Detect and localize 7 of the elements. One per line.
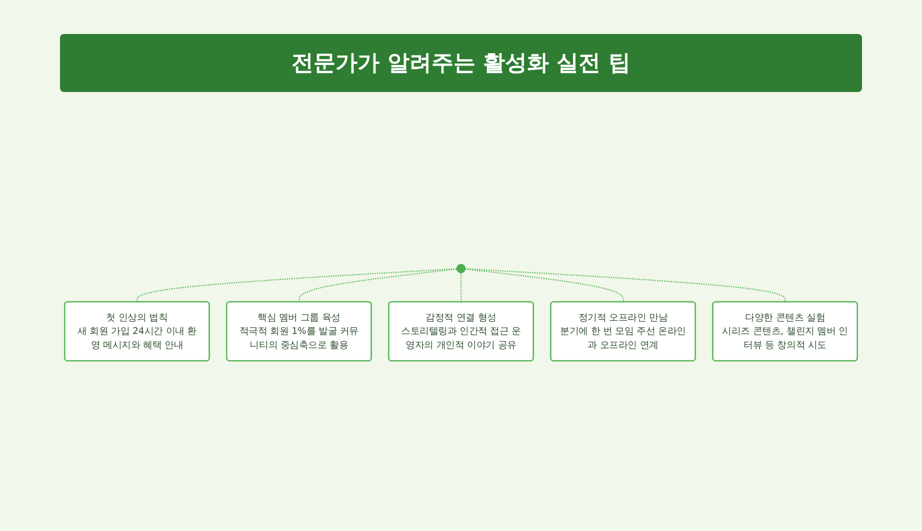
connector bbox=[136, 268, 457, 302]
connector bbox=[465, 268, 624, 302]
connector bbox=[465, 268, 786, 302]
connector bbox=[298, 268, 457, 302]
title-banner: 전문가가 알려주는 활성화 실전 팁 bbox=[60, 34, 862, 92]
node-circle bbox=[456, 264, 466, 274]
connector bbox=[460, 272, 462, 302]
